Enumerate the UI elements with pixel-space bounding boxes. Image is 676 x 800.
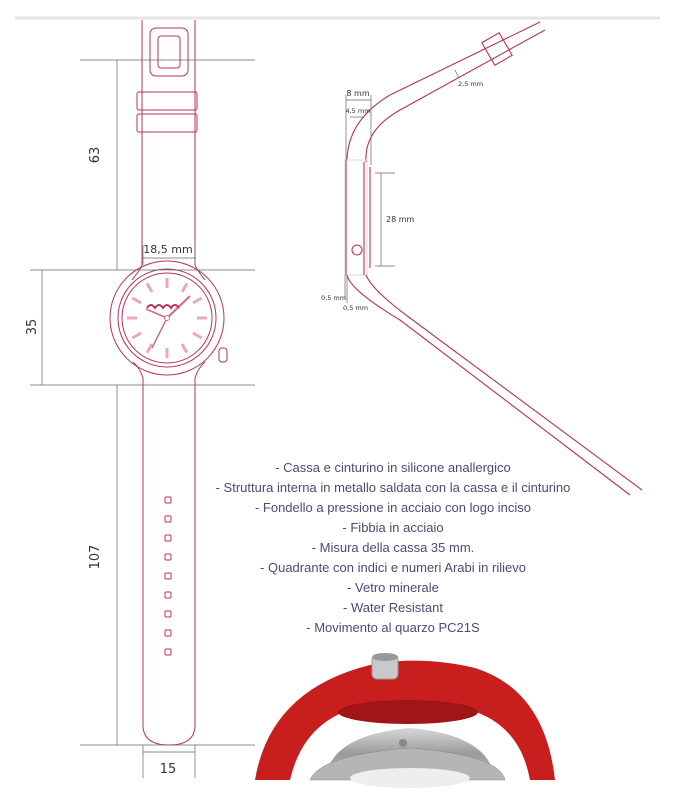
dim-strap-top-label: 63 bbox=[88, 147, 103, 164]
dim-thickness-label: 8 mm bbox=[346, 89, 369, 98]
strap-hole bbox=[164, 496, 172, 504]
strap-hole bbox=[164, 591, 172, 599]
side-keeper bbox=[481, 31, 513, 67]
hour-index bbox=[180, 343, 189, 354]
dim-lug-width-label: 18,5 mm bbox=[143, 243, 192, 256]
strap-hole bbox=[164, 553, 172, 561]
dim-dial-label: 28 mm bbox=[386, 215, 415, 224]
hour-index bbox=[192, 296, 203, 305]
feature-item: - Cassa e cinturino in silicone anallerg… bbox=[275, 460, 511, 475]
strap-hole bbox=[164, 534, 172, 542]
strap-hole bbox=[164, 648, 172, 656]
strap-keeper bbox=[136, 91, 198, 111]
side-crown bbox=[351, 244, 363, 256]
features-list: - Cassa e cinturino in silicone anallerg… bbox=[190, 458, 596, 638]
feature-item: - Struttura interna in metallo saldata c… bbox=[215, 480, 571, 495]
hour-index bbox=[145, 343, 154, 354]
strap-holes bbox=[164, 496, 172, 656]
dim-inner-label: 4,5 mm bbox=[345, 107, 370, 115]
dial-indices bbox=[127, 278, 207, 358]
hour-index bbox=[192, 331, 203, 340]
dim-strap-bottom-label: 107 bbox=[88, 545, 103, 570]
side-dimension-lines bbox=[344, 69, 460, 303]
buckle bbox=[149, 27, 189, 77]
upper-strap bbox=[141, 20, 196, 265]
feature-item: - Movimento al quarzo PC21S bbox=[306, 620, 480, 635]
watch-dial bbox=[121, 272, 213, 364]
dim-strap-width-label: 15 bbox=[160, 762, 177, 777]
strap-hole bbox=[164, 610, 172, 618]
dim-edge-2-label: 0,5 mm bbox=[343, 304, 368, 312]
dim-edge-1-label: 0,5 mm bbox=[321, 294, 346, 302]
feature-item: - Water Resistant bbox=[343, 600, 443, 615]
dim-strap-label: 2,5 mm bbox=[458, 80, 483, 88]
feature-item: - Fibbia in acciaio bbox=[342, 520, 444, 535]
side-view-watch bbox=[344, 21, 643, 496]
strap-hole bbox=[164, 515, 172, 523]
watch-case bbox=[109, 260, 225, 376]
feature-item: - Misura della cassa 35 mm. bbox=[311, 540, 475, 555]
feature-item: - Quadrante con indici e numeri Arabi in… bbox=[260, 560, 526, 575]
hour-index bbox=[145, 282, 154, 293]
hour-index bbox=[180, 282, 189, 293]
strap-hole bbox=[164, 629, 172, 637]
hour-index bbox=[131, 331, 142, 340]
dim-case-label: 35 bbox=[25, 319, 40, 336]
feature-item: - Vetro minerale bbox=[347, 580, 439, 595]
crown bbox=[218, 347, 228, 363]
case-assembly-photo bbox=[255, 653, 555, 788]
strap-hole bbox=[164, 572, 172, 580]
watch-hands bbox=[145, 295, 191, 349]
feature-item: - Fondello a pressione in acciaio con lo… bbox=[254, 500, 532, 515]
front-dimension-lines bbox=[30, 59, 255, 778]
brand-logo bbox=[146, 304, 180, 310]
hour-index bbox=[131, 296, 142, 305]
